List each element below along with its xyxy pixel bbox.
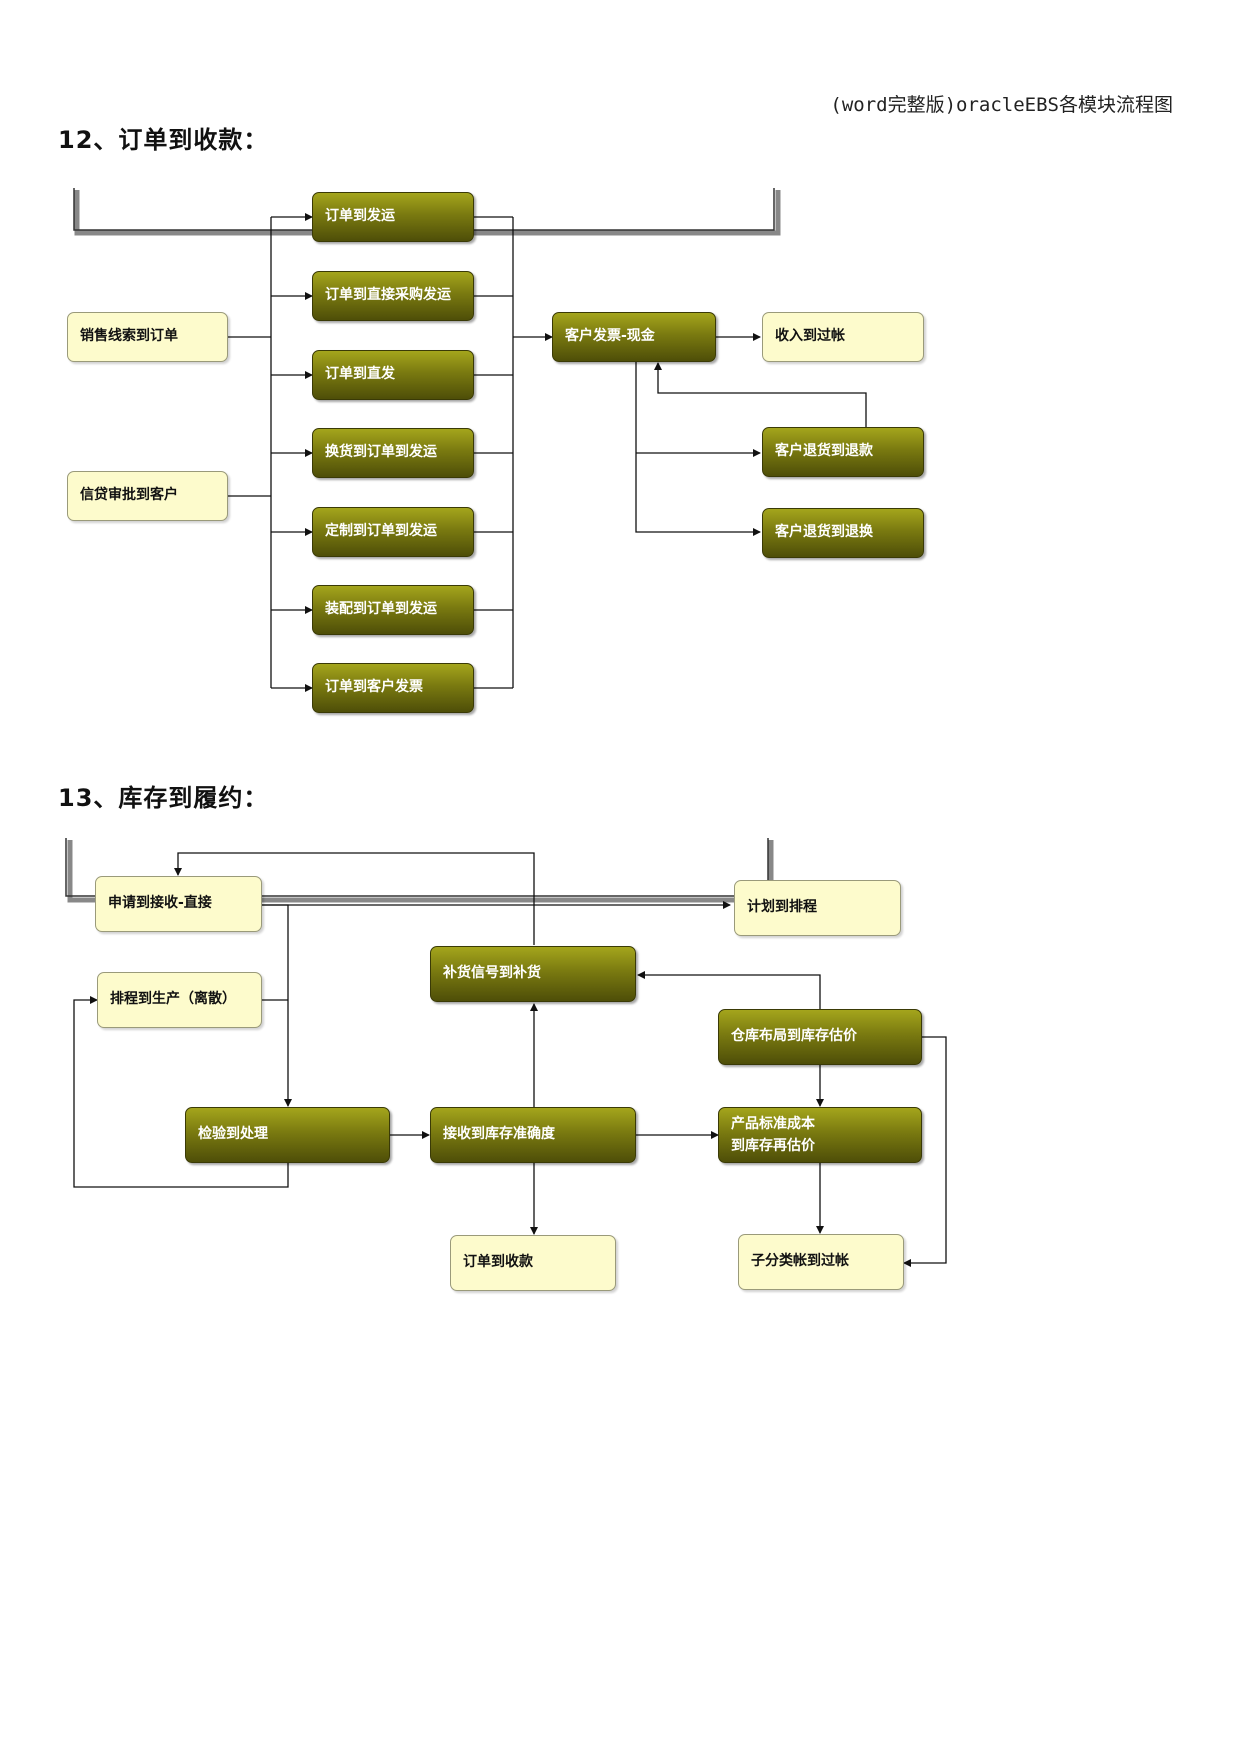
box-replenishment-signal: 补货信号到补货 <box>430 946 636 1002</box>
box-schedule-to-production: 排程到生产（离散） <box>97 972 262 1028</box>
box-req-to-receipt-direct: 申请到接收-直接 <box>95 876 262 932</box>
box-order-to-drop-ship: 订单到直接采购发运 <box>312 271 474 321</box>
box-assemble-order-to-shipment: 装配到订单到发运 <box>312 585 474 635</box>
box-receipt-to-inventory-accuracy: 接收到库存准确度 <box>430 1107 636 1163</box>
box-order-to-cash: 订单到收款 <box>450 1235 616 1291</box>
box-credit-to-customer: 信贷审批到客户 <box>67 471 228 521</box>
box-exchange-order-to-shipment: 换货到订单到发运 <box>312 428 474 478</box>
section-title-12: 12、订单到收款： <box>58 126 269 154</box>
box-lead-to-order: 销售线索到订单 <box>67 312 228 362</box>
box-subledger-to-posting: 子分类帐到过帐 <box>738 1234 904 1290</box>
box-invoice-to-cash: 客户发票-现金 <box>552 312 716 362</box>
box-warehouse-layout-to-valuation: 仓库布局到库存估价 <box>718 1009 922 1065</box>
box-return-to-refund: 客户退货到退款 <box>762 427 924 477</box>
box-plan-to-schedule: 计划到排程 <box>734 880 901 936</box>
box-order-to-customer-invoice: 订单到客户发票 <box>312 663 474 713</box>
box-return-to-exchange: 客户退货到退换 <box>762 508 924 558</box>
page-header: (word完整版)oracleEBS各模块流程图 <box>830 94 1173 116</box>
section-title-13: 13、库存到履约： <box>58 784 269 812</box>
box-custom-order-to-shipment: 定制到订单到发运 <box>312 507 474 557</box>
box-standard-cost-to-revaluation: 产品标准成本 到库存再估价 <box>718 1107 922 1163</box>
box-order-to-direct-ship: 订单到直发 <box>312 350 474 400</box>
box-inspect-to-disposition: 检验到处理 <box>185 1107 390 1163</box>
box-order-to-shipment: 订单到发运 <box>312 192 474 242</box>
box-revenue-to-posting: 收入到过帐 <box>762 312 924 362</box>
